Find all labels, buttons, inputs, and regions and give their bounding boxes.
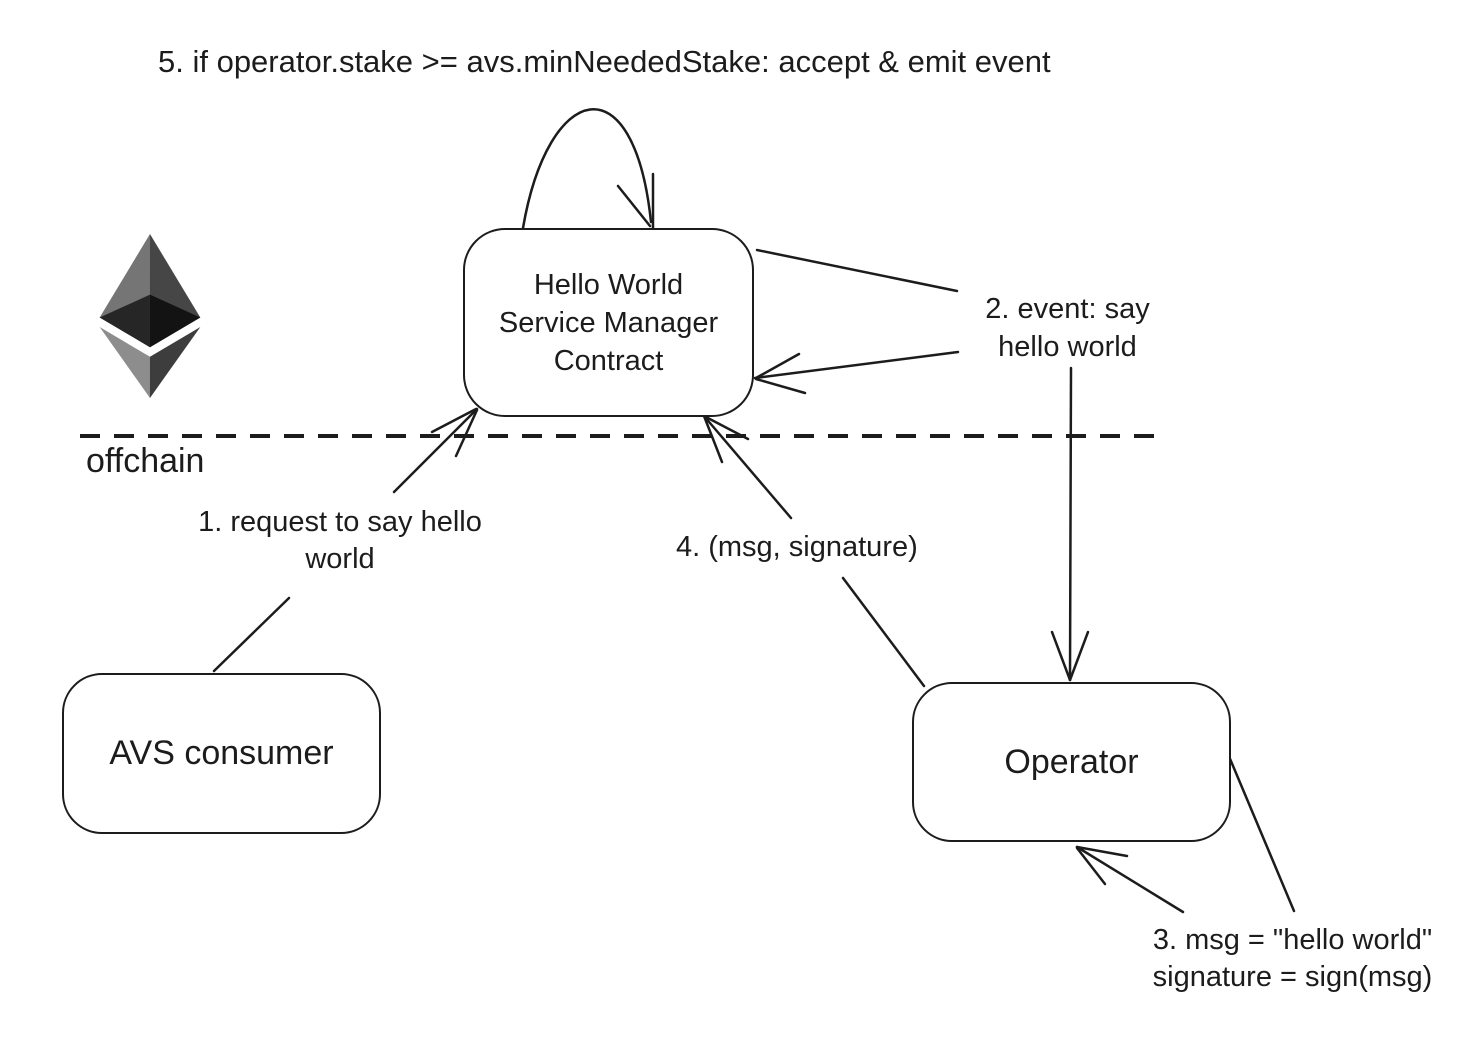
self-loop-arrow [521, 108, 655, 231]
eth-facet-belly-right [149, 294, 201, 348]
eth-facet-belly-left [99, 294, 150, 348]
arrow-event-say-hello [753, 248, 1090, 682]
eth-facet-lower-left [99, 327, 150, 398]
offchain-label: offchain [86, 442, 205, 480]
node-operator-label: Operator [1004, 742, 1139, 781]
node-avs-consumer-label: AVS consumer [109, 734, 334, 772]
node-service-manager-contract-label: Hello World Service Manager Contract [498, 268, 719, 377]
step2-label: 2. event: say hello world [985, 293, 1150, 363]
eth-facet-lower-right [149, 327, 201, 398]
arrow-request-say-hello [212, 407, 479, 673]
arrow-sign-message [1075, 752, 1296, 914]
step1-label: 1. request to say hello world [198, 506, 482, 575]
ethereum-icon [99, 234, 201, 398]
step4-label: 4. (msg, signature) [676, 531, 918, 563]
arrow-msg-signature [702, 414, 926, 688]
node-operator: Operator [912, 682, 1231, 842]
node-service-manager-contract: Hello World Service Manager Contract [463, 228, 754, 417]
step3-label: 3. msg = "hello world" signature = sign(… [1152, 924, 1433, 993]
node-avs-consumer: AVS consumer [62, 673, 381, 834]
step5-annotation: 5. if operator.stake >= avs.minNeededSta… [158, 44, 1051, 79]
